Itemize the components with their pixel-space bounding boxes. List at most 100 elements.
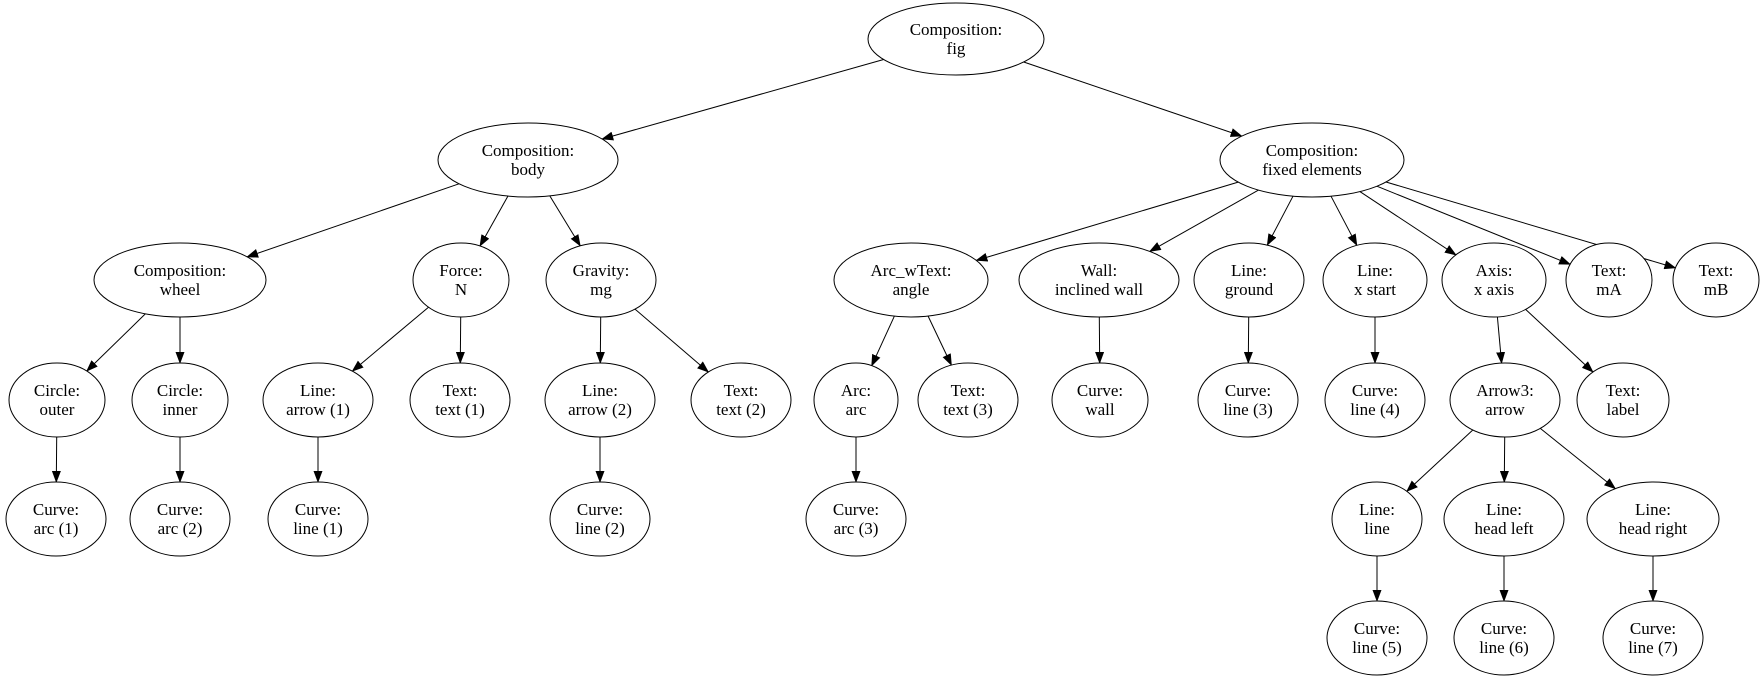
- node-ellipse-mB: [1672, 242, 1760, 318]
- node-label-ground: Line:ground: [1225, 261, 1274, 299]
- tree-node-lineHeadLeft: Line:head left: [1443, 481, 1565, 557]
- tree-node-curveLine4: Curve:line (4): [1324, 362, 1426, 438]
- node-label-curveWall: Curve:wall: [1077, 381, 1123, 419]
- node-label-curveLine2: Curve:line (2): [575, 500, 625, 538]
- node-ellipse-curveLine3: [1197, 362, 1299, 438]
- node-ellipse-arrow2: [544, 362, 656, 438]
- node-ellipse-curveArc1: [5, 481, 107, 557]
- tree-node-lineLine: Line:line: [1331, 481, 1423, 557]
- node-ellipse-curveLine4: [1324, 362, 1426, 438]
- node-label-body: Composition:body: [482, 141, 575, 179]
- node-label-gravity: Gravity:mg: [573, 261, 630, 299]
- tree-node-wall: Wall:inclined wall: [1018, 242, 1180, 318]
- node-label-textLabel: Text:label: [1606, 381, 1641, 419]
- node-ellipse-lineHeadLeft: [1443, 481, 1565, 557]
- tree-node-gravity: Gravity:mg: [545, 242, 657, 318]
- edge-arrow3Arrow-to-lineHeadRight: [1539, 428, 1617, 490]
- node-ellipse-fig: [867, 2, 1045, 76]
- node-label-text1: Text:text (1): [435, 381, 485, 419]
- node-label-forceN: Force:N: [439, 261, 482, 299]
- node-ellipse-curveWall: [1051, 362, 1149, 438]
- node-label-curveLine6: Curve:line (6): [1479, 619, 1529, 657]
- node-ellipse-mA: [1565, 242, 1653, 318]
- node-label-arrow2: Line:arrow (2): [568, 381, 632, 419]
- node-label-curveArc1: Curve:arc (1): [33, 500, 79, 538]
- node-label-wall: Wall:inclined wall: [1055, 261, 1144, 299]
- node-label-lineLine: Line:line: [1359, 500, 1395, 538]
- node-label-text3: Text:text (3): [943, 381, 993, 419]
- tree-node-circleOuter: Circle:outer: [8, 362, 106, 438]
- node-label-xaxis: Axis:x axis: [1474, 261, 1514, 299]
- edge-fig-to-fixed: [1023, 61, 1243, 137]
- node-label-curveLine7: Curve:line (7): [1628, 619, 1678, 657]
- tree-node-ground: Line:ground: [1193, 242, 1305, 318]
- node-label-arcArc: Arc:arc: [841, 381, 871, 419]
- tree-node-angle: Arc_wText:angle: [833, 242, 989, 318]
- tree-node-curveArc3: Curve:arc (3): [805, 481, 907, 557]
- edge-body-to-gravity: [549, 195, 581, 247]
- edge-gravity-to-text2: [634, 308, 710, 373]
- node-label-circleInner: Circle:inner: [157, 381, 203, 419]
- tree-node-text2: Text:text (2): [690, 362, 792, 438]
- node-ellipse-curveLine6: [1453, 600, 1555, 676]
- tree-node-curveArc2: Curve:arc (2): [129, 481, 231, 557]
- tree-node-mB: Text:mB: [1672, 242, 1760, 318]
- node-label-text2: Text:text (2): [716, 381, 766, 419]
- tree-node-xstart: Line:x start: [1322, 242, 1428, 318]
- edge-fixed-to-ground: [1266, 195, 1294, 246]
- edge-fixed-to-angle: [975, 181, 1239, 262]
- node-ellipse-arrow3Arrow: [1449, 362, 1561, 438]
- tree-node-xaxis: Axis:x axis: [1441, 242, 1547, 318]
- tree-node-lineHeadRight: Line:head right: [1586, 481, 1720, 557]
- node-ellipse-text1: [409, 362, 511, 438]
- node-label-mA: Text:mA: [1592, 261, 1627, 299]
- node-ellipse-lineLine: [1331, 481, 1423, 557]
- node-ellipse-curveArc3: [805, 481, 907, 557]
- node-label-wheel: Composition:wheel: [134, 261, 227, 299]
- node-ellipse-curveLine7: [1602, 600, 1704, 676]
- node-ellipse-forceN: [412, 242, 510, 318]
- node-label-lineHeadRight: Line:head right: [1619, 500, 1688, 538]
- tree-node-arrow3Arrow: Arrow3:arrow: [1449, 362, 1561, 438]
- node-ellipse-curveLine2: [549, 481, 651, 557]
- node-label-fig: Composition:fig: [910, 20, 1003, 58]
- node-ellipse-curveLine1: [267, 481, 369, 557]
- tree-node-forceN: Force:N: [412, 242, 510, 318]
- edge-angle-to-text3: [927, 315, 952, 367]
- node-ellipse-curveLine5: [1326, 600, 1428, 676]
- node-ellipse-text3: [917, 362, 1019, 438]
- node-ellipse-xstart: [1322, 242, 1428, 318]
- tree-node-curveLine5: Curve:line (5): [1326, 600, 1428, 676]
- edge-xaxis-to-textLabel: [1525, 309, 1594, 373]
- tree-node-curveWall: Curve:wall: [1051, 362, 1149, 438]
- edge-fixed-to-xaxis: [1359, 191, 1457, 256]
- tree-node-wheel: Composition:wheel: [93, 242, 267, 318]
- tree-node-curveLine7: Curve:line (7): [1602, 600, 1704, 676]
- tree-node-textLabel: Text:label: [1576, 362, 1670, 438]
- node-ellipse-xaxis: [1441, 242, 1547, 318]
- tree-node-circleInner: Circle:inner: [131, 362, 229, 438]
- node-label-arrow3Arrow: Arrow3:arrow: [1476, 381, 1534, 419]
- node-label-curveLine4: Curve:line (4): [1350, 381, 1400, 419]
- node-label-curveArc2: Curve:arc (2): [157, 500, 203, 538]
- edge-fixed-to-xstart: [1330, 195, 1358, 247]
- tree-node-arcArc: Arc:arc: [813, 362, 899, 438]
- tree-node-curveLine3: Curve:line (3): [1197, 362, 1299, 438]
- node-label-mB: Text:mB: [1699, 261, 1734, 299]
- edge-xaxis-to-arrow3Arrow: [1496, 316, 1506, 365]
- tree-node-curveLine2: Curve:line (2): [549, 481, 651, 557]
- node-ellipse-angle: [833, 242, 989, 318]
- edge-fig-to-body: [601, 59, 884, 141]
- edge-body-to-forceN: [479, 195, 509, 247]
- node-ellipse-arrow1: [262, 362, 374, 438]
- edge-fixed-to-wall: [1148, 189, 1259, 252]
- node-label-fixed: Composition:fixed elements: [1262, 141, 1362, 179]
- node-ellipse-text2: [690, 362, 792, 438]
- node-ellipse-wall: [1018, 242, 1180, 318]
- tree-node-body: Composition:body: [437, 122, 619, 198]
- edge-arrow3Arrow-to-lineLine: [1406, 429, 1474, 492]
- edge-forceN-to-arrow1: [351, 306, 429, 372]
- edge-angle-to-arcArc: [871, 315, 895, 367]
- node-ellipse-circleInner: [131, 362, 229, 438]
